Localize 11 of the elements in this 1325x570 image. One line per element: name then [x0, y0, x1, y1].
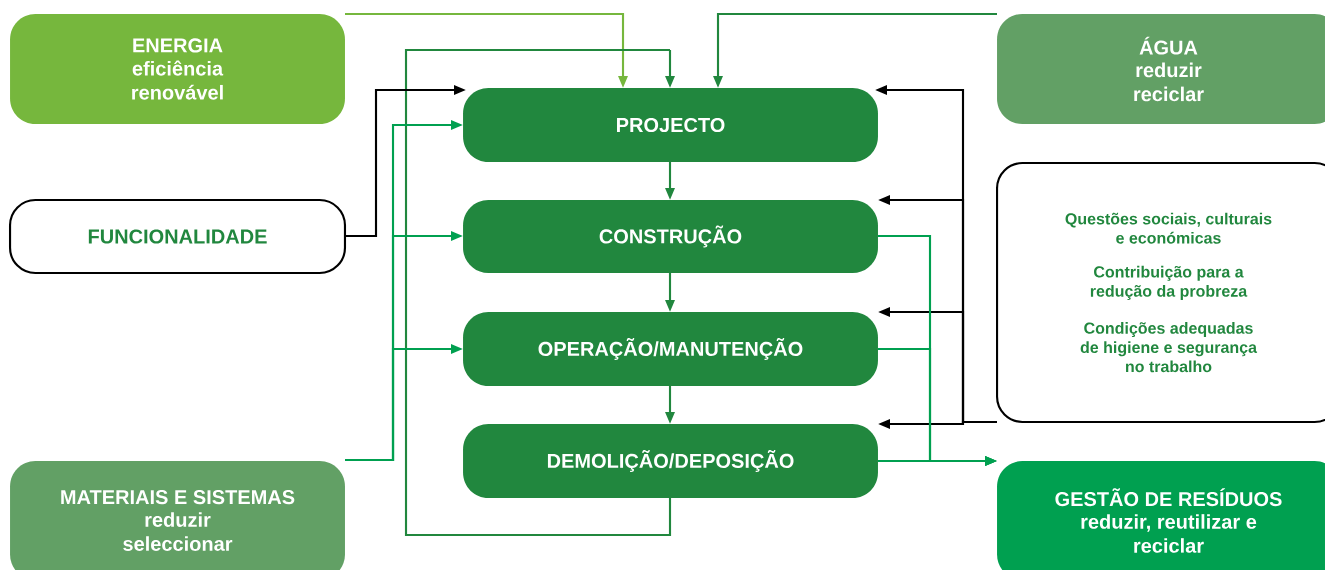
- stage-box: PROJECTO: [463, 88, 878, 162]
- topic-box: ENERGIA eficiência renovável: [10, 14, 345, 124]
- topic-box: Questões sociais, culturais e económicas Contribuição para a redução da probreza Condições adequadas de higiene e segurança no trabalho: [995, 161, 1325, 424]
- topic-box: GESTÃO DE RESÍDUOS reduzir, reutilizar e reciclar: [997, 461, 1325, 570]
- stage-box: CONSTRUÇÃO: [463, 199, 878, 273]
- stage-box: OPERAÇÃO/MANUTENÇÃO: [463, 312, 878, 386]
- connector-line: [404, 48, 672, 537]
- topic-box: FUNCIONALIDADE: [8, 198, 347, 275]
- topic-box: ÁGUA reduzir reciclar: [997, 14, 1325, 124]
- topic-box: MATERIAIS E SISTEMAS reduzir seleccionar: [10, 461, 345, 570]
- stage-box: DEMOLIÇÃO/DEPOSIÇÃO: [463, 424, 878, 498]
